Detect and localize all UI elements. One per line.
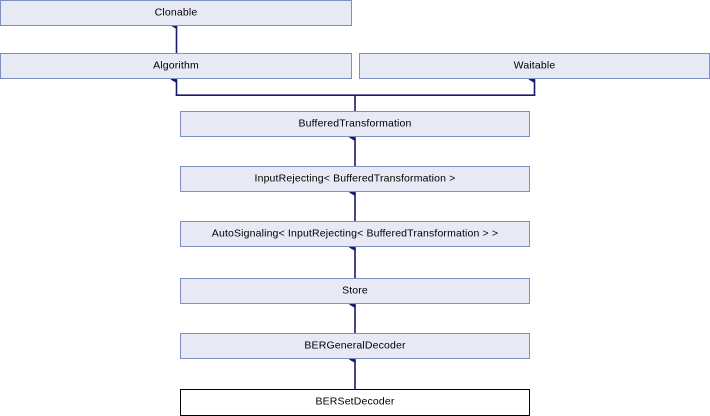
class-node-label: Algorithm [153,59,199,72]
class-node-store[interactable]: Store [180,278,530,304]
class-node-waitable[interactable]: Waitable [359,53,710,79]
class-node-clonable[interactable]: Clonable [0,0,352,26]
class-node-label: BERSetDecoder [315,395,395,408]
class-node-label: AutoSignaling< InputRejecting< BufferedT… [211,227,499,240]
class-node-buffered-transformation[interactable]: BufferedTransformation [180,111,530,137]
class-node-ber-general-decoder[interactable]: BERGeneralDecoder [180,333,530,359]
class-node-auto-signaling[interactable]: AutoSignaling< InputRejecting< BufferedT… [180,221,530,247]
class-node-input-rejecting[interactable]: InputRejecting< BufferedTransformation > [180,166,530,192]
class-node-label: Clonable [154,6,198,19]
class-node-label: Waitable [513,59,556,72]
class-node-label: BufferedTransformation [298,117,412,130]
class-node-label: InputRejecting< BufferedTransformation > [254,172,456,185]
edge-bufferedtransformation-to-algorithm-waitable [170,75,536,111]
class-node-label: BERGeneralDecoder [304,339,406,352]
class-node-label: Store [342,284,368,297]
class-node-ber-set-decoder[interactable]: BERSetDecoder [180,389,530,416]
class-node-algorithm[interactable]: Algorithm [0,53,352,79]
